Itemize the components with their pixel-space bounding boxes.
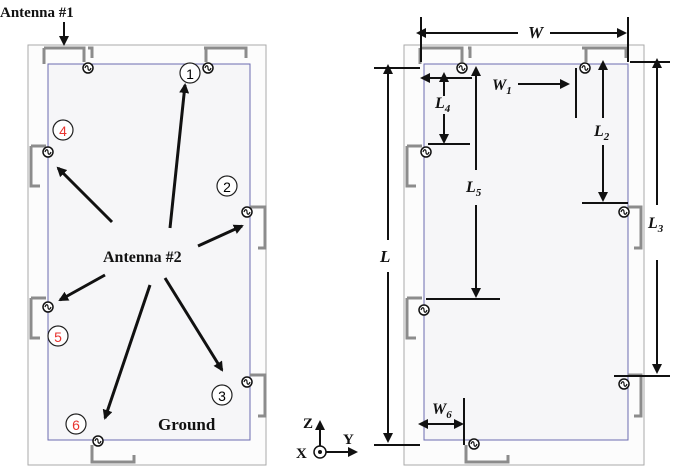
port-number-1: 1 (186, 66, 194, 82)
dim-label-l: L (379, 247, 390, 266)
dim-label-l2: L2 (593, 123, 610, 143)
port-number-3: 3 (218, 388, 226, 404)
port-number-4: 4 (59, 123, 67, 139)
port-badge-3: 3 (211, 384, 233, 406)
dim-label-w: W (528, 23, 545, 42)
left-panel: Antenna #1 Antenna #2 Ground 1 2 3 (0, 5, 267, 466)
ground-plane-left (47, 63, 251, 441)
dim-label-l5: L5 (465, 179, 482, 199)
ground-plane-right (423, 63, 629, 441)
coordinate-axes: Z Y X (296, 416, 358, 462)
dimension-lines (374, 17, 670, 446)
dim-label-l4: L4 (434, 95, 451, 115)
ground-label: Ground (158, 415, 216, 434)
port-number-6: 6 (72, 417, 80, 433)
port-badge-6: 6 (65, 413, 87, 435)
axis-label-x: X (296, 446, 307, 462)
port-badge-1: 1 (179, 62, 201, 84)
axis-label-z: Z (303, 416, 313, 432)
antenna2-arrows (56, 83, 244, 420)
port-number-2: 2 (223, 179, 231, 195)
port-badge-2: 2 (216, 175, 238, 197)
antenna2-label: Antenna #2 (103, 249, 182, 266)
port-badge-4: 4 (52, 119, 74, 141)
port-badge-5: 5 (47, 325, 69, 347)
dim-label-l3: L3 (647, 215, 664, 235)
dim-label-w6: W6 (432, 401, 452, 421)
antenna-traces-left (29, 46, 267, 464)
right-panel: W L W1 L4 L5 L2 L3 W6 Z Y X (296, 17, 670, 466)
port-number-5: 5 (54, 329, 62, 345)
antenna1-label: Antenna #1 (0, 5, 74, 21)
axis-label-y: Y (343, 432, 354, 448)
dim-label-w1: W1 (492, 77, 512, 97)
